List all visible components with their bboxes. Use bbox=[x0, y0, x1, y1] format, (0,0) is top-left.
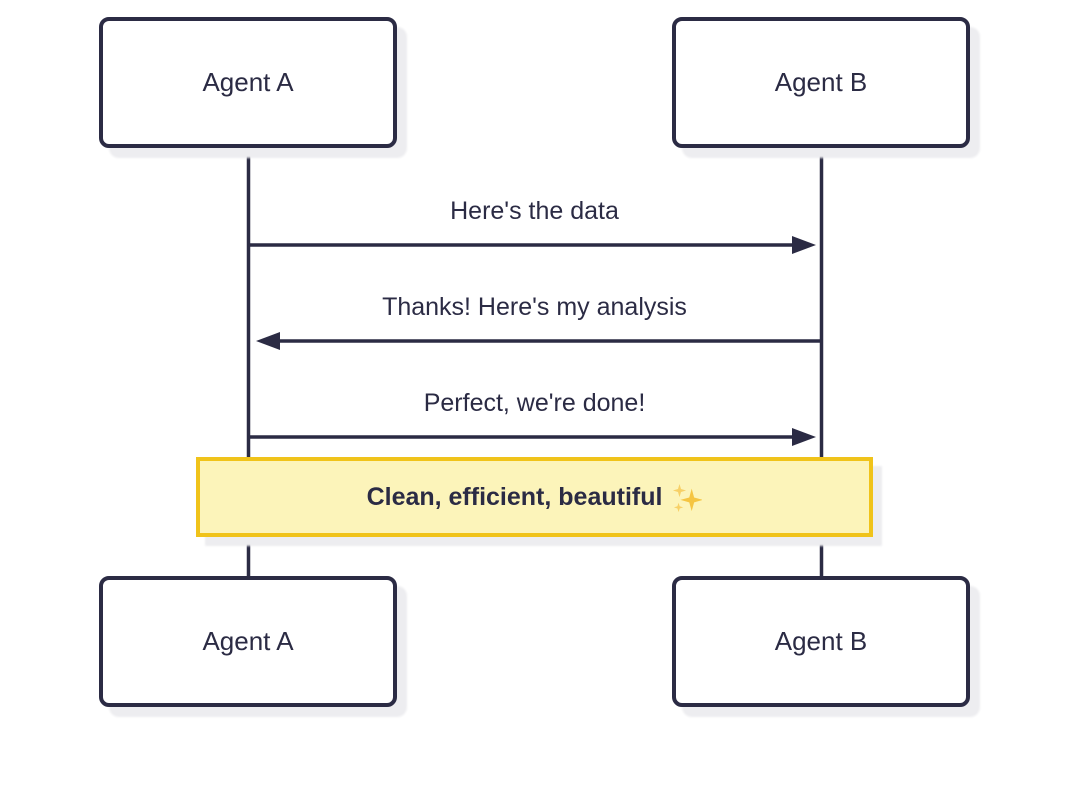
sparkles-icon bbox=[673, 483, 703, 513]
note-text: Clean, efficient, beautiful bbox=[366, 482, 663, 511]
actor-box-agent-a-top: Agent A bbox=[99, 17, 397, 148]
note-box: Clean, efficient, beautiful bbox=[196, 457, 873, 537]
actor-box-agent-b-bottom: Agent B bbox=[672, 576, 970, 707]
actor-box-agent-a-bottom: Agent A bbox=[99, 576, 397, 707]
message-arrow-2-head bbox=[256, 332, 280, 350]
message-arrow-1-head bbox=[792, 236, 816, 254]
actor-box-agent-b-top: Agent B bbox=[672, 17, 970, 148]
actor-label: Agent B bbox=[774, 626, 868, 656]
actor-label: Agent A bbox=[202, 626, 294, 656]
message-label-2: Thanks! Here's my analysis bbox=[382, 293, 687, 321]
message-arrow-3-head bbox=[792, 428, 816, 446]
actor-label: Agent A bbox=[202, 67, 294, 97]
message-label-3: Perfect, we're done! bbox=[423, 389, 646, 417]
actor-label: Agent B bbox=[774, 67, 868, 97]
message-label-1: Here's the data bbox=[450, 197, 619, 225]
